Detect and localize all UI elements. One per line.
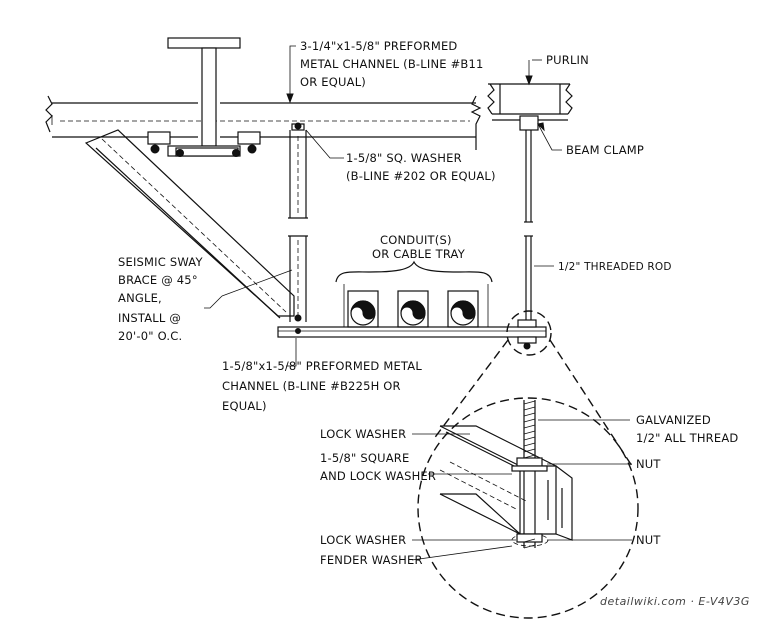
svg-text:EQUAL): EQUAL) (222, 399, 267, 413)
conduit-label: CONDUIT(S) OR CABLE TRAY (372, 233, 466, 261)
svg-text:1/2" ALL THREAD: 1/2" ALL THREAD (636, 431, 738, 445)
horizontal-strut (277, 319, 547, 350)
callout-tangent-left (432, 339, 509, 441)
svg-text:AND LOCK WASHER: AND LOCK WASHER (320, 469, 436, 483)
purlin (487, 60, 573, 121)
svg-text:OR CABLE TRAY: OR CABLE TRAY (372, 247, 466, 261)
threaded-rod (524, 130, 533, 320)
square-lock-washer-label: 1-5/8" SQUARE AND LOCK WASHER (320, 451, 436, 483)
svg-text:OR EQUAL): OR EQUAL) (300, 75, 366, 89)
detail-callout-small (506, 310, 552, 356)
svg-text:1-5/8"x1-5/8" PREFORMED METAL: 1-5/8"x1-5/8" PREFORMED METAL (222, 359, 422, 373)
svg-text:METAL CHANNEL (B-LINE #B11: METAL CHANNEL (B-LINE #B11 (300, 57, 484, 71)
left-beam (45, 95, 482, 150)
nut-top-label: NUT (636, 457, 661, 471)
svg-text:CONDUIT(S): CONDUIT(S) (380, 233, 452, 247)
callout-tangent-right (549, 339, 633, 467)
i-beam-section (147, 37, 261, 157)
svg-text:3-1/4"x1-5/8" PREFORMED: 3-1/4"x1-5/8" PREFORMED (300, 39, 457, 53)
conduit-group (335, 260, 493, 328)
lock-washer-bottom-label: LOCK WASHER (320, 533, 406, 547)
svg-text:INSTALL @: INSTALL @ (118, 311, 181, 325)
conduit-2 (397, 290, 429, 328)
svg-text:BRACE @ 45°: BRACE @ 45° (118, 273, 198, 287)
purlin-label: PURLIN (546, 53, 589, 67)
sway-brace-label: SEISMIC SWAY BRACE @ 45° ANGLE, INSTALL … (118, 255, 203, 343)
beam-clamp (519, 115, 539, 131)
top-channel-label: 3-1/4"x1-5/8" PREFORMED METAL CHANNEL (B… (300, 39, 484, 89)
svg-text:1-5/8" SQUARE: 1-5/8" SQUARE (320, 451, 409, 465)
lock-washer-top-label: LOCK WASHER (320, 427, 406, 441)
vertical-channel (288, 122, 308, 322)
galvanized-label: GALVANIZED 1/2" ALL THREAD (636, 413, 738, 445)
threaded-rod-label: 1/2" THREADED ROD (558, 261, 672, 273)
leader-lines (204, 45, 632, 561)
nut-bottom-label: NUT (636, 533, 661, 547)
svg-text:CHANNEL (B-LINE #B225H OR: CHANNEL (B-LINE #B225H OR (222, 379, 401, 393)
svg-text:20'-0" O.C.: 20'-0" O.C. (118, 329, 182, 343)
seismic-sway-brace (84, 129, 295, 319)
conduit-1 (347, 290, 379, 328)
beam-clamp-label: BEAM CLAMP (566, 143, 644, 157)
svg-text:(B-LINE #202 OR EQUAL): (B-LINE #202 OR EQUAL) (346, 169, 496, 183)
bottom-channel-label: 1-5/8"x1-5/8" PREFORMED METAL CHANNEL (B… (222, 359, 422, 413)
fender-washer-label: FENDER WASHER (320, 553, 423, 567)
svg-text:GALVANIZED: GALVANIZED (636, 413, 711, 427)
svg-text:SEISMIC SWAY: SEISMIC SWAY (118, 255, 203, 269)
watermark: detailwiki.com · E-V4V3G (600, 595, 750, 608)
enlarged-channel-detail (439, 400, 573, 549)
sq-washer-label: 1-5/8" SQ. WASHER (B-LINE #202 OR EQUAL) (346, 151, 496, 183)
svg-text:1-5/8" SQ. WASHER: 1-5/8" SQ. WASHER (346, 151, 462, 165)
svg-text:ANGLE,: ANGLE, (118, 291, 162, 305)
detail-callout-enlarged (417, 397, 639, 619)
conduit-3 (447, 290, 479, 328)
